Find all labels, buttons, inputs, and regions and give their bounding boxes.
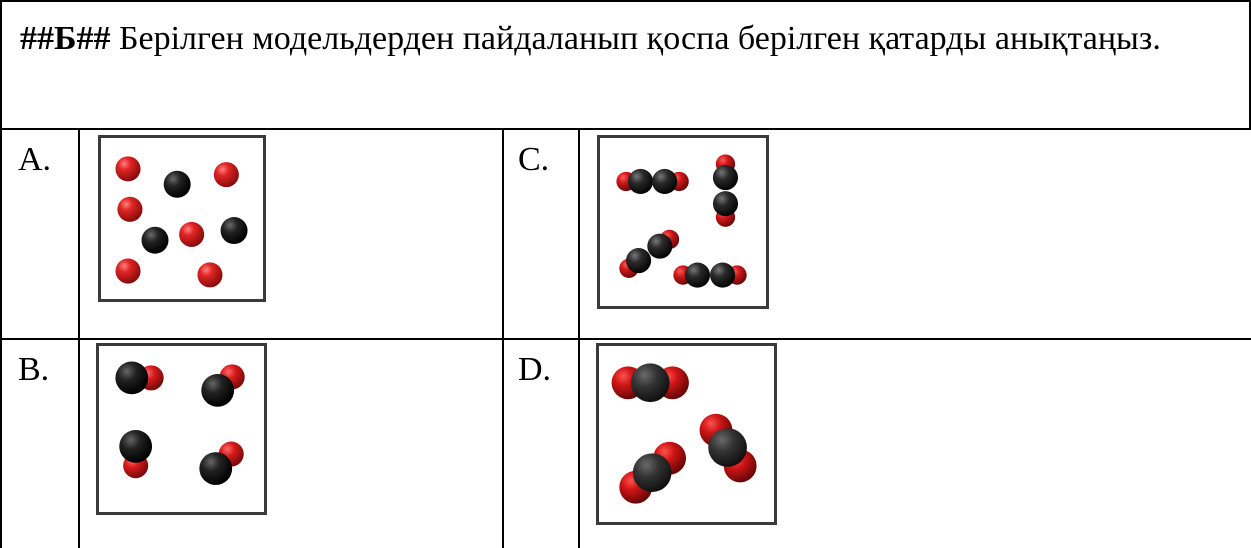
model-d-image [596, 343, 777, 525]
table-col-divider-1 [78, 128, 80, 548]
co-molecule [201, 364, 245, 407]
co2-molecule [673, 262, 747, 288]
black-atom [220, 217, 248, 245]
table-border-right [1249, 0, 1251, 128]
model-a-image [98, 135, 266, 302]
question-text: ##Б## Берілген модельдерден пайдаланып қ… [20, 12, 1234, 66]
co-molecule [119, 429, 153, 479]
question-tag: ##Б## [20, 20, 111, 57]
red-atom [115, 258, 141, 284]
model-b-image [96, 343, 267, 515]
table-divider-question [0, 128, 1251, 130]
co2-molecule [616, 168, 689, 195]
red-atom [117, 196, 143, 222]
co-molecule [115, 361, 164, 395]
co2-molecule [619, 229, 680, 278]
co2-molecule [712, 154, 739, 227]
table-border-left [0, 0, 2, 548]
option-c-label: C. [518, 141, 550, 178]
table-col-divider-2 [502, 128, 504, 548]
question-body: Берілген модельдерден пайдаланып қоспа б… [110, 20, 1161, 57]
option-a-label: A. [18, 141, 52, 178]
black-atom [141, 226, 169, 254]
option-d-label: D. [518, 351, 552, 388]
co2-molecule [611, 363, 689, 403]
red-atom [179, 221, 205, 247]
co-molecule [199, 441, 244, 485]
model-d-molecules [611, 363, 757, 504]
model-c-molecules [616, 154, 747, 288]
table-border-top [0, 0, 1251, 2]
table-col-divider-3 [578, 128, 580, 548]
model-b-molecules [115, 361, 245, 485]
red-atom [115, 156, 141, 182]
model-a-atoms [115, 156, 248, 288]
co2-molecule [619, 441, 687, 504]
option-b-label: B. [18, 351, 50, 388]
model-c-image [597, 135, 769, 309]
black-atom [163, 170, 191, 198]
red-atom [197, 262, 223, 288]
table-divider-row [0, 338, 1251, 340]
co2-molecule [699, 413, 757, 483]
red-atom [213, 162, 239, 188]
